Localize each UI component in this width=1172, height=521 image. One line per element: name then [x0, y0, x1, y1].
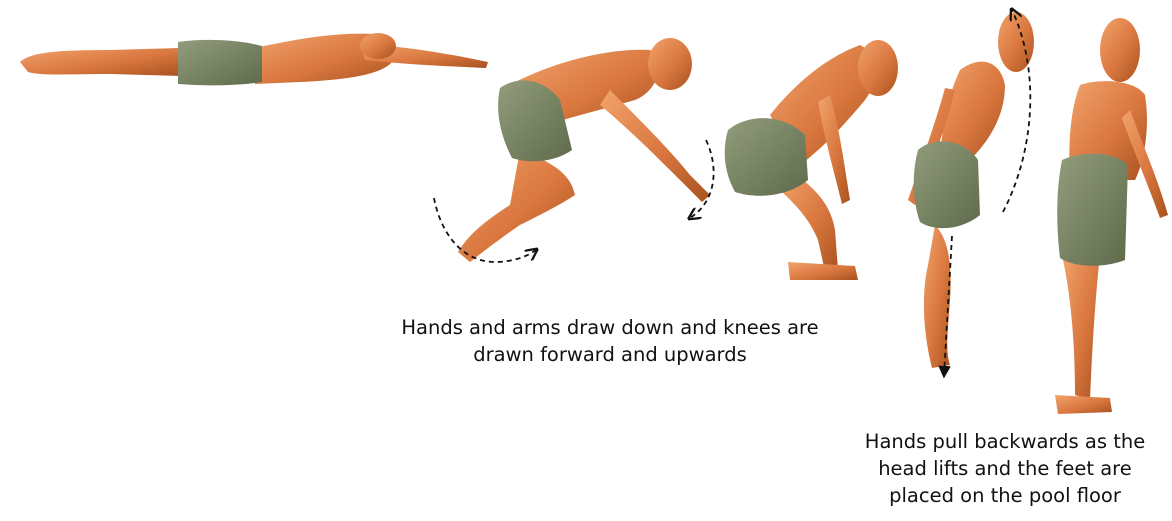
- tuck-legs: [458, 150, 575, 262]
- crouch-shorts: [725, 118, 808, 196]
- rising-shorts: [914, 141, 980, 228]
- rising-legs: [924, 225, 951, 368]
- standing-legs: [1062, 255, 1100, 400]
- tuck-head: [648, 38, 692, 90]
- caption-stand-phase: Hands pull backwards as the head lifts a…: [838, 428, 1172, 509]
- glide-shorts: [178, 40, 262, 85]
- caption-tuck-phase: Hands and arms draw down and knees are d…: [350, 314, 870, 368]
- swimmer-stage-rising: [908, 12, 1034, 368]
- standing-feet: [1055, 395, 1112, 414]
- crouch-head: [858, 40, 898, 96]
- glide-head: [360, 33, 396, 59]
- crouch-feet: [788, 262, 858, 280]
- swimmer-stage-crouch: [725, 40, 898, 280]
- glide-legs: [20, 48, 182, 76]
- swimmer-stage-standing: [1055, 18, 1168, 414]
- swimmer-stage-tuck: [458, 38, 710, 262]
- tuck-arms: [600, 90, 710, 202]
- standing-head: [1100, 18, 1140, 82]
- swimmer-stage-glide: [20, 33, 488, 85]
- standing-shorts: [1057, 154, 1128, 266]
